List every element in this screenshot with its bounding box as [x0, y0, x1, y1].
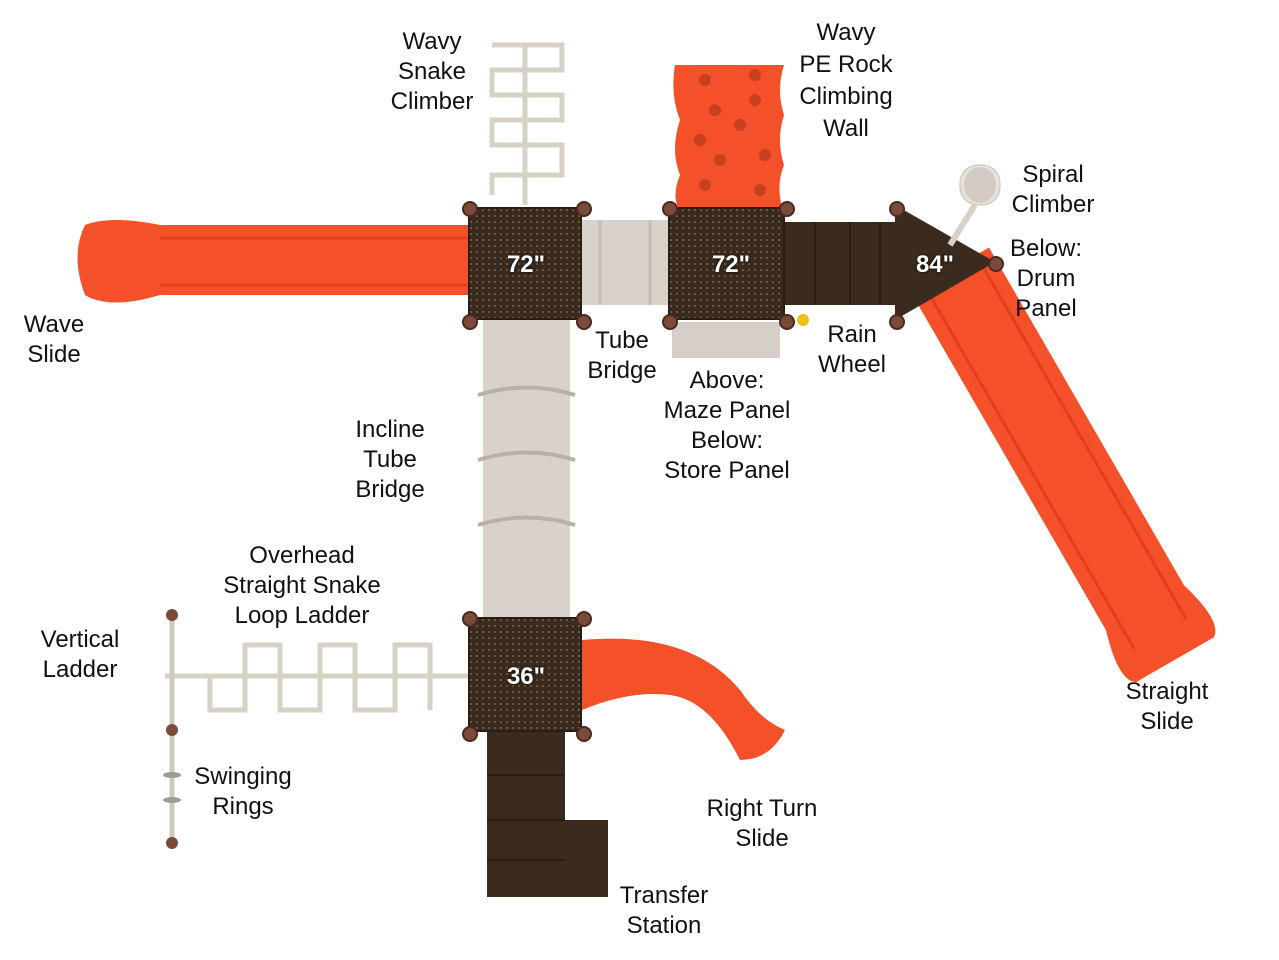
swinging-rings	[163, 772, 181, 803]
label-right-turn-slide: Right Turn Slide	[706, 795, 818, 852]
deck-height-label: 84"	[915, 251, 955, 278]
tube-bridge	[580, 220, 670, 305]
label-spiral-climber: Spiral Climber	[1011, 161, 1095, 218]
deck-36	[468, 617, 582, 732]
deck-72-right	[668, 207, 785, 320]
spiral-climber	[947, 164, 1001, 247]
label-maze-store-panel: Above: Maze Panel Below: Store Panel	[663, 367, 791, 484]
incline-tube-bridge	[483, 320, 570, 618]
label-rain-wheel: Rain Wheel	[817, 321, 887, 378]
triangle-deck	[895, 205, 995, 320]
label-swinging-rings: Swinging Rings	[194, 763, 292, 820]
maze-store-panel	[672, 322, 780, 358]
deck-height-label: 72"	[506, 251, 546, 278]
label-vertical-ladder: Vertical Ladder	[40, 626, 120, 683]
label-transfer-station: Transfer Station	[619, 882, 709, 939]
walkway	[785, 222, 897, 305]
label-drum-panel: Below: Drum Panel	[1009, 235, 1083, 322]
wave-slide	[77, 220, 470, 303]
label-incline-tube-bridge: Incline Tube Bridge	[355, 416, 425, 503]
ladder-posts	[166, 609, 178, 849]
deck-72-left	[468, 207, 582, 320]
label-wave-slide: Wave Slide	[23, 311, 85, 368]
right-turn-slide	[582, 638, 785, 760]
straight-slide	[911, 247, 1216, 683]
label-rock-wall: Wavy PE Rock Climbing Wall	[799, 19, 893, 142]
label-tube-bridge: Tube Bridge	[587, 327, 657, 384]
climbing-holds	[694, 69, 771, 196]
rain-wheel	[797, 314, 809, 326]
label-overhead-ladder: Overhead Straight Snake Loop Ladder	[223, 542, 381, 629]
label-wavy-snake-climber: Wavy Snake Climber	[390, 28, 474, 115]
deck-height-label: 36"	[506, 663, 546, 690]
label-straight-slide: Straight Slide	[1125, 678, 1209, 735]
wavy-snake-climber	[489, 42, 565, 205]
transfer-station	[487, 732, 565, 897]
rock-climbing-wall	[673, 65, 784, 207]
deck-height-label: 72"	[711, 251, 751, 278]
